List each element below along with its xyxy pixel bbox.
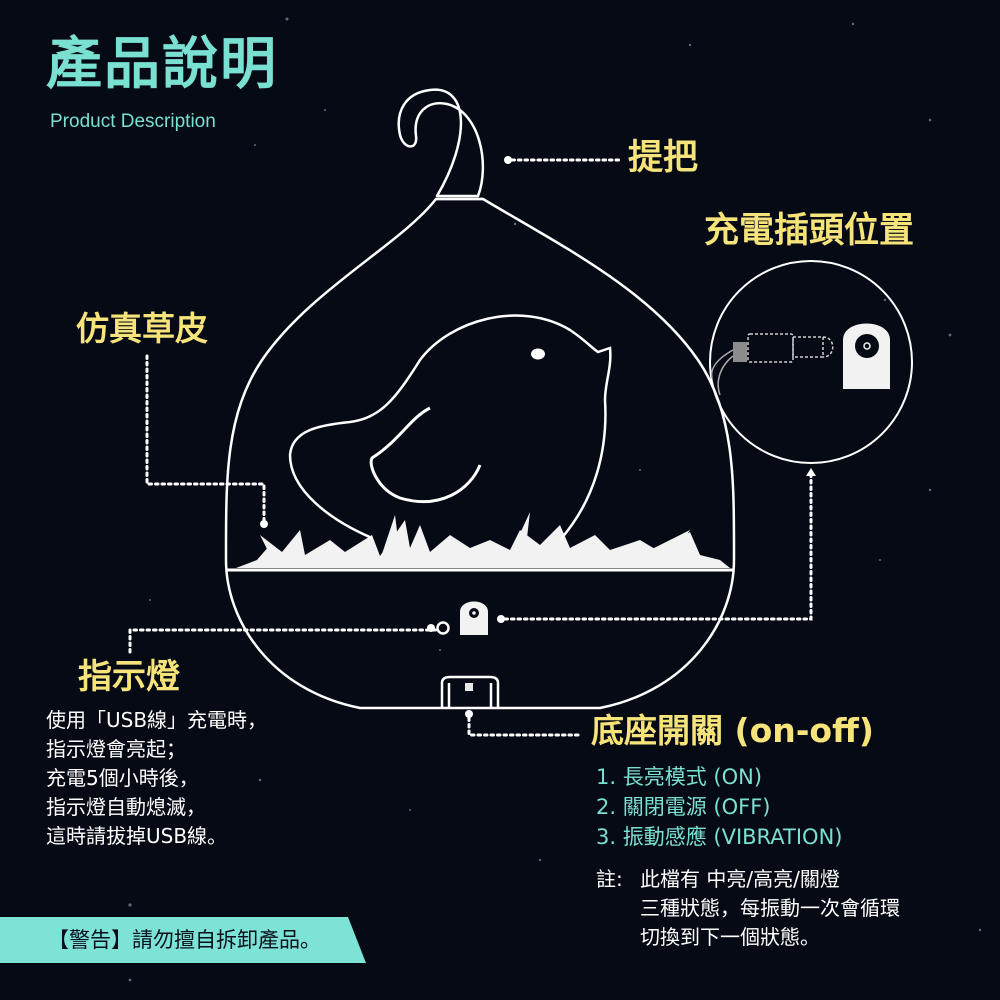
bird-eye <box>531 348 545 360</box>
switch-mode-item: 2. 關閉電源 (OFF) <box>596 795 771 819</box>
charging-port-icon <box>460 601 488 635</box>
indicator-light-icon <box>436 621 450 635</box>
indicator-line: 這時請拔掉USB線。 <box>46 824 228 848</box>
indicator-line: 使用「USB線」充電時， <box>46 708 268 732</box>
charging-port-zoom-circle <box>709 260 913 464</box>
note-line: 三種狀態，每振動一次會循環 <box>640 896 900 920</box>
note-line: 此檔有 中亮/高亮/關燈 <box>640 867 840 891</box>
handle-label: 提把 <box>628 138 699 178</box>
switch-mode-item: 3. 振動感應 (VIBRATION) <box>596 825 843 849</box>
switch-mode-list: 1. 長亮模式 (ON) 2. 關閉電源 (OFF) 3. 振動感應 (VIBR… <box>596 762 842 852</box>
leader-lines <box>128 158 813 737</box>
base-switch-icon <box>440 675 500 707</box>
charging-port-label: 充電插頭位置 <box>704 211 915 251</box>
base-switch-label: 底座開關 (on-off) <box>591 711 874 750</box>
usb-plug-icon <box>747 333 834 363</box>
page-subtitle: Product Description <box>50 111 216 132</box>
bird-outline <box>288 314 612 541</box>
indicator-line: 指示燈自動熄滅， <box>46 795 206 819</box>
artificial-grass-label: 仿真草皮 <box>76 309 208 348</box>
indicator-label: 指示燈 <box>78 657 180 697</box>
indicator-line: 指示燈會亮起； <box>46 737 186 761</box>
note-prefix: 註: <box>596 867 623 891</box>
leader-endpoints <box>260 156 816 718</box>
warning-text: 【警告】請勿擅自拆卸產品。 <box>48 928 321 952</box>
switch-mode-item: 1. 長亮模式 (ON) <box>596 765 763 789</box>
indicator-description: 使用「USB線」充電時， 指示燈會亮起； 充電5個小時後， 指示燈自動熄滅， 這… <box>46 706 267 851</box>
note-block: 註: 此檔有 中亮/高亮/關燈 三種狀態，每振動一次會循環 切換到下一個狀態。 <box>596 865 900 952</box>
bird-wing <box>369 406 482 504</box>
page-title: 產品說明 <box>46 32 278 97</box>
indicator-line: 充電5個小時後， <box>46 766 199 790</box>
note-line: 切換到下一個狀態。 <box>640 925 820 949</box>
warning-banner: 【警告】請勿擅自拆卸產品。 <box>0 917 366 963</box>
grass-icon <box>236 512 730 568</box>
hook-handle <box>397 88 485 198</box>
lamp-body-outline <box>224 197 736 710</box>
star-field <box>128 17 982 982</box>
